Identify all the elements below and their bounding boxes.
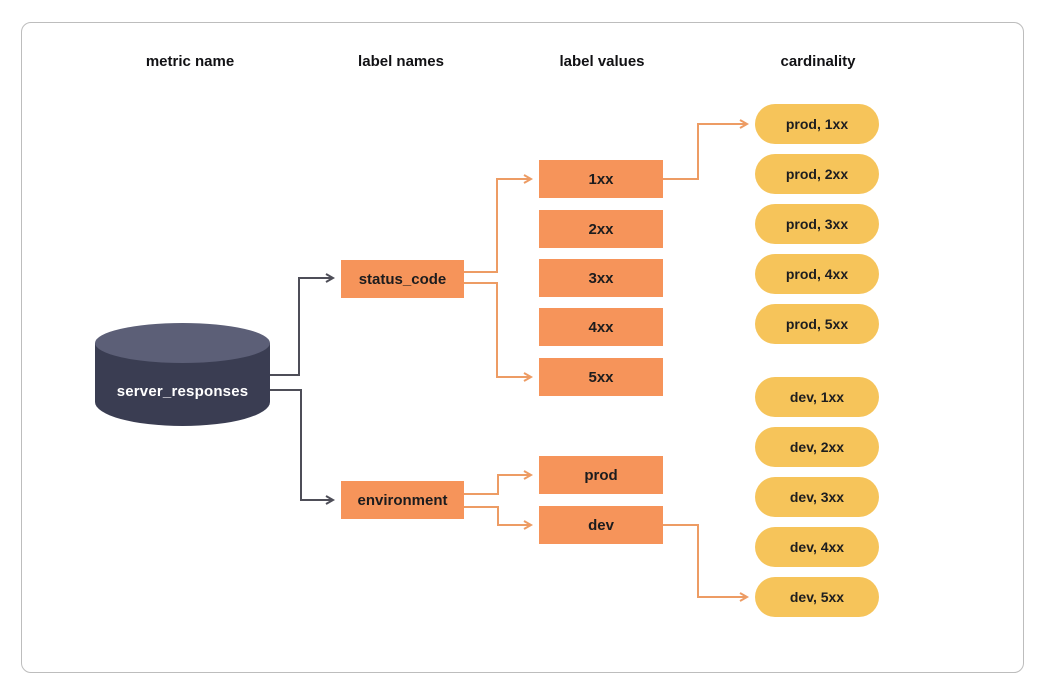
cardinality-pill-dev-2xx: dev, 2xx bbox=[755, 427, 879, 467]
cardinality-pill-dev-3xx: dev, 3xx bbox=[755, 477, 879, 517]
cardinality-pill-prod-5xx: prod, 5xx bbox=[755, 304, 879, 344]
column-header-metric-name: metric name bbox=[145, 53, 235, 70]
label-value-box-5xx: 5xx bbox=[539, 358, 663, 396]
column-header-label-values: label values bbox=[559, 53, 645, 70]
column-header-label-names: label names bbox=[358, 53, 444, 70]
cardinality-pill-prod-4xx: prod, 4xx bbox=[755, 254, 879, 294]
column-header-cardinality: cardinality bbox=[780, 53, 856, 70]
cardinality-pill-dev-1xx: dev, 1xx bbox=[755, 377, 879, 417]
label-value-box-dev: dev bbox=[539, 506, 663, 544]
label-name-box-status-code: status_code bbox=[341, 260, 464, 298]
cylinder-top bbox=[95, 323, 270, 363]
metric-name-label: server_responses bbox=[116, 383, 249, 400]
cardinality-pill-prod-1xx: prod, 1xx bbox=[755, 104, 879, 144]
cardinality-pill-dev-5xx: dev, 5xx bbox=[755, 577, 879, 617]
label-value-box-4xx: 4xx bbox=[539, 308, 663, 346]
label-name-box-environment: environment bbox=[341, 481, 464, 519]
label-value-box-2xx: 2xx bbox=[539, 210, 663, 248]
label-value-box-1xx: 1xx bbox=[539, 160, 663, 198]
cardinality-pill-dev-4xx: dev, 4xx bbox=[755, 527, 879, 567]
cardinality-pill-prod-2xx: prod, 2xx bbox=[755, 154, 879, 194]
cardinality-pill-prod-3xx: prod, 3xx bbox=[755, 204, 879, 244]
label-value-box-prod: prod bbox=[539, 456, 663, 494]
metric-cylinder: server_responses bbox=[95, 323, 270, 426]
label-value-box-3xx: 3xx bbox=[539, 259, 663, 297]
